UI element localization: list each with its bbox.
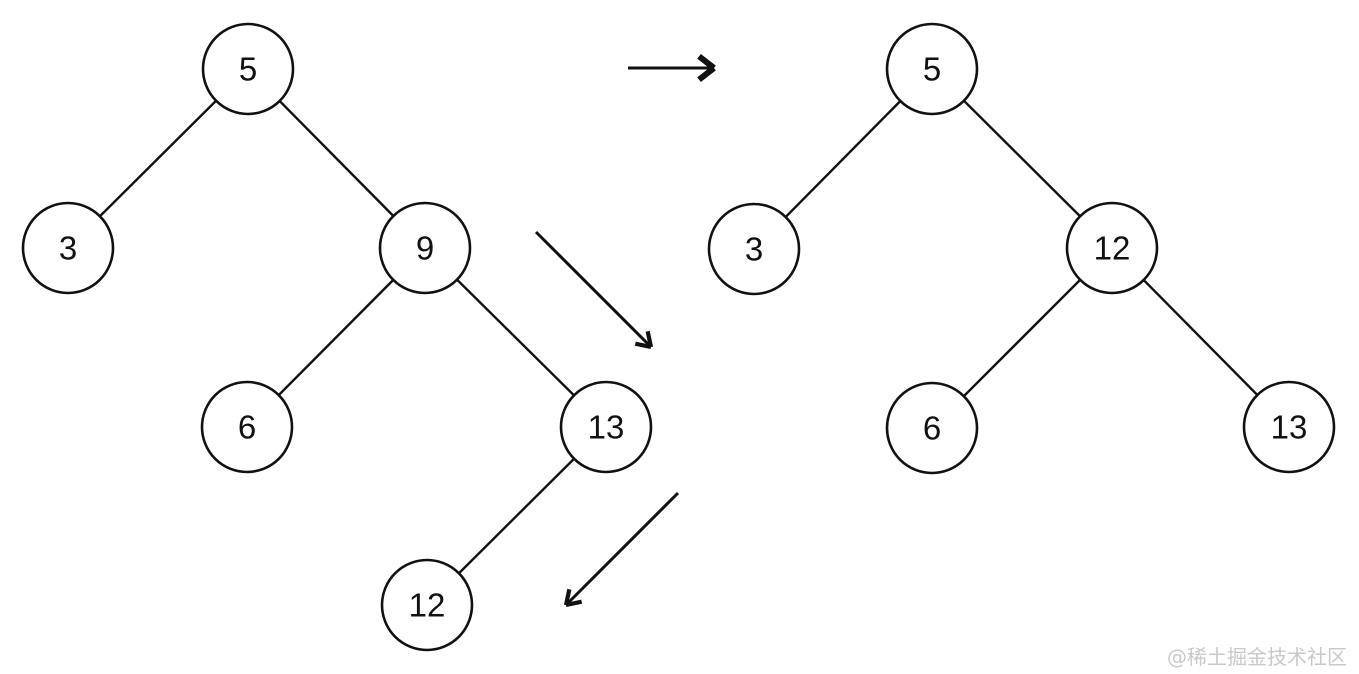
tree-node-value: 13 xyxy=(588,409,625,446)
arrow-shaft xyxy=(564,491,680,607)
tree-node-circle xyxy=(885,22,979,116)
transform-arrow xyxy=(628,53,716,83)
tree-node-circle xyxy=(380,558,474,652)
tree-before: 5 3 9 6 13 12 xyxy=(21,22,653,652)
tree-node-value: 5 xyxy=(239,51,257,88)
arrowhead-icon xyxy=(634,341,652,350)
tree-node-tree-after-12: 12 xyxy=(1065,201,1159,295)
tree-node-tree-before-5: 5 xyxy=(201,22,295,116)
arrowhead-icon xyxy=(563,588,572,606)
tree-node-circle xyxy=(1242,380,1336,474)
tree-node-tree-after-6: 6 xyxy=(885,381,979,475)
tree-node-circle xyxy=(1065,201,1159,295)
arrow-shaft xyxy=(534,230,653,349)
traverse-arrow-down-left xyxy=(563,491,680,608)
tree-node-circle xyxy=(201,22,295,116)
tree-node-value: 6 xyxy=(238,409,256,446)
arrowhead-icon xyxy=(697,53,716,71)
tree-node-circle xyxy=(378,201,472,295)
tree-node-circle xyxy=(200,380,294,474)
tree-node-tree-after-13: 13 xyxy=(1242,380,1336,474)
tree-node-circle xyxy=(707,202,801,296)
tree-node-tree-before-13: 13 xyxy=(559,380,653,474)
tree-node-tree-before-6: 6 xyxy=(200,380,294,474)
tree-node-circle xyxy=(21,201,115,295)
watermark: @稀土掘金技术社区 xyxy=(1167,645,1347,669)
arrowhead-icon xyxy=(697,65,716,83)
tree-node-circle xyxy=(559,380,653,474)
tree-node-value: 13 xyxy=(1271,409,1308,446)
tree-node-value: 3 xyxy=(59,230,77,267)
tree-node-tree-after-3: 3 xyxy=(707,202,801,296)
traverse-arrow-down-right xyxy=(534,230,654,350)
tree-node-tree-before-12: 12 xyxy=(380,558,474,652)
arrowhead-icon xyxy=(565,599,583,608)
tree-node-tree-before-3: 3 xyxy=(21,201,115,295)
arrowhead-icon xyxy=(645,330,654,348)
tree-node-value: 3 xyxy=(745,231,763,268)
tree-node-value: 12 xyxy=(1094,230,1131,267)
tree-node-circle xyxy=(885,381,979,475)
tree-node-tree-before-9: 9 xyxy=(378,201,472,295)
tree-node-value: 9 xyxy=(416,230,434,267)
tree-after: 5 3 12 6 13 xyxy=(707,22,1336,475)
tree-node-value: 12 xyxy=(409,587,446,624)
tree-node-value: 6 xyxy=(923,410,941,447)
tree-node-tree-after-5: 5 xyxy=(885,22,979,116)
tree-node-value: 5 xyxy=(923,51,941,88)
